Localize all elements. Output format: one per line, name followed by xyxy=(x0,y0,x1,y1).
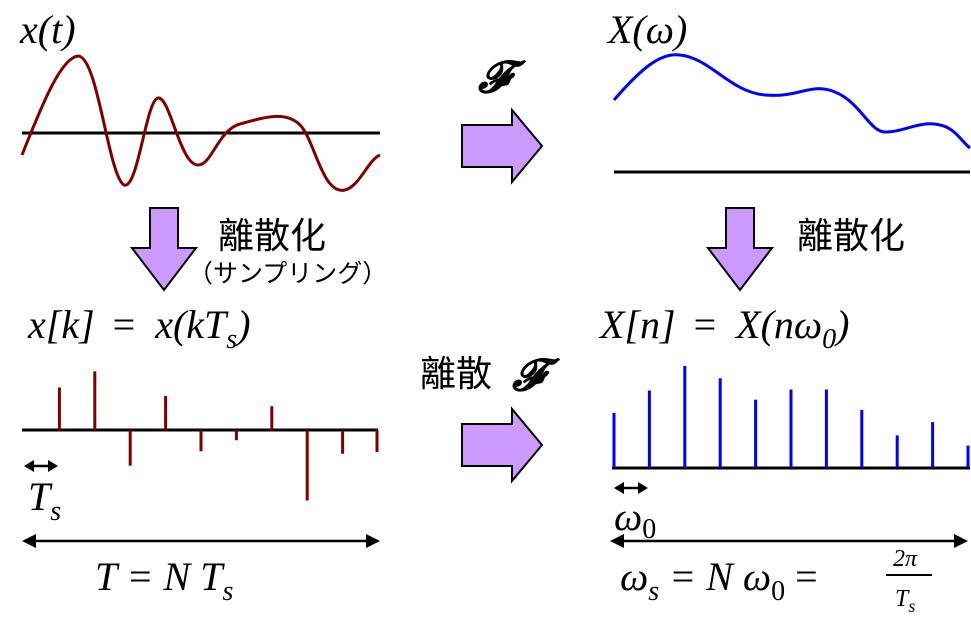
discretize-left-label: 離散化 xyxy=(218,216,326,257)
discretize-right-label: 離散化 xyxy=(797,216,905,257)
xt-label: x(t) xyxy=(19,7,76,52)
Xw-label: X(ω) xyxy=(606,7,687,52)
time-signal-curve xyxy=(20,54,381,192)
frac-numerator: 2π xyxy=(893,546,918,572)
ts-label: Ts xyxy=(28,474,61,527)
discrete-fourier-arrow xyxy=(461,406,544,484)
w0-label: ω0 xyxy=(614,494,656,545)
freq-sample-stems xyxy=(612,366,970,468)
sampling-label: （サンプリング） xyxy=(188,259,387,288)
fourier-transform-symbol: 𝓕 xyxy=(477,52,527,103)
fourier-arrow xyxy=(461,107,544,185)
discretize-arrow-right xyxy=(705,207,775,292)
discrete-label: 離散 xyxy=(420,354,492,395)
ws-arrow xyxy=(610,534,968,548)
time-sample-stems xyxy=(57,371,379,501)
frac-denominator: Ts xyxy=(895,586,915,616)
xk-equation: x[k] = x(kTs) xyxy=(27,302,251,355)
ts-arrow xyxy=(24,460,58,472)
ws-label: ωs= N ω0= xyxy=(620,554,818,607)
discretize-arrow-left xyxy=(129,207,199,292)
period-arrow xyxy=(22,534,380,548)
discrete-fourier-symbol: 𝓕 xyxy=(511,350,561,401)
period-label: T = N Ts xyxy=(95,554,233,607)
Xn-equation: X[n] = X(nω0) xyxy=(598,302,849,355)
w0-arrow xyxy=(614,482,648,494)
spectrum-curve xyxy=(612,53,971,150)
